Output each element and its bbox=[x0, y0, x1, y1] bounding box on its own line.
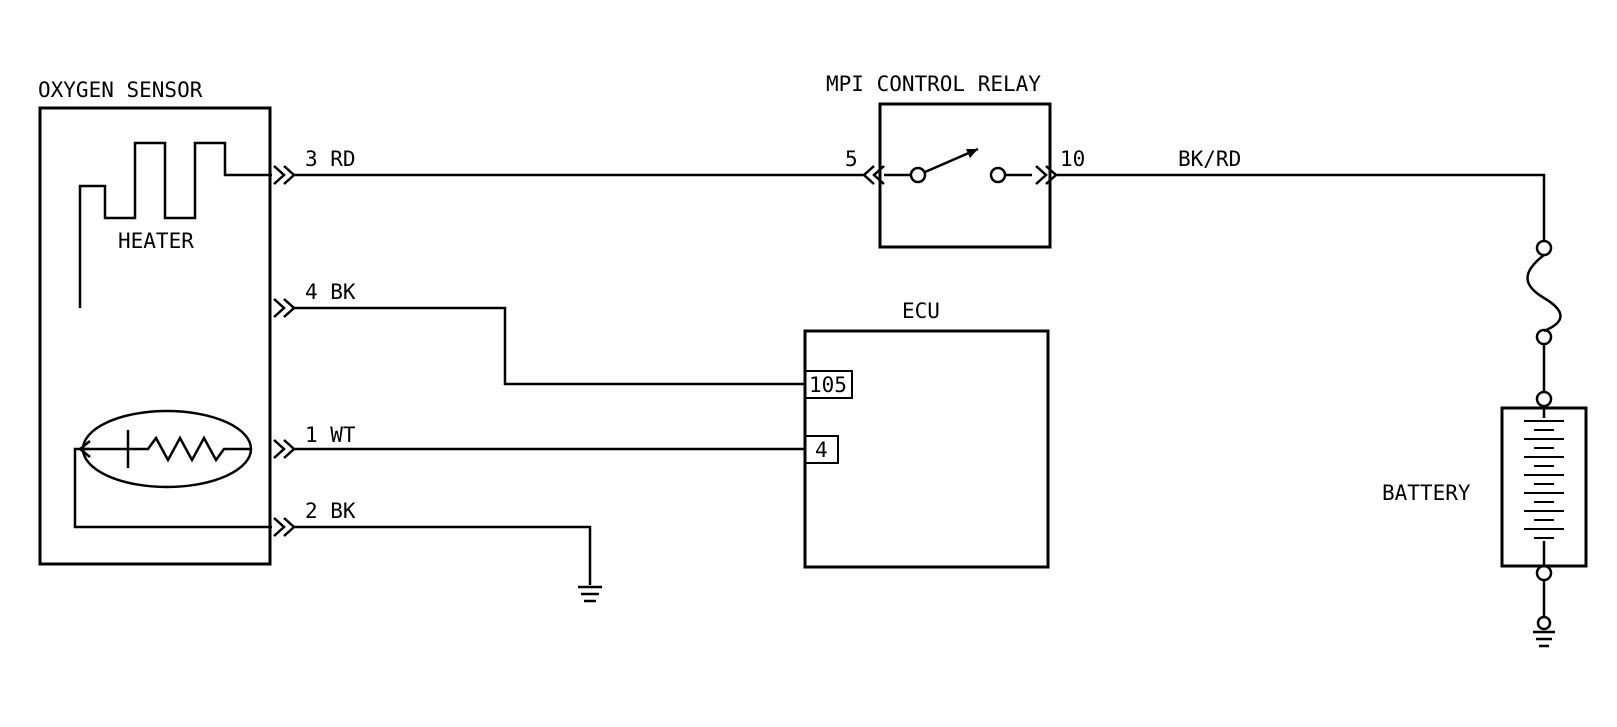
mpi-control-relay: MPI CONTROL RELAY 5 10 bbox=[826, 72, 1085, 249]
relay-pin-10-label: 10 bbox=[1060, 147, 1085, 171]
wire-2-bk: 2 BK bbox=[294, 499, 602, 603]
wire-bk-rd: BK/RD bbox=[1056, 147, 1546, 241]
wire-3-rd-label: 3 RD bbox=[305, 147, 356, 171]
relay-pin-10-connector bbox=[1035, 165, 1058, 185]
ground-icon bbox=[578, 585, 602, 603]
ecu-pin-105-label: 105 bbox=[809, 373, 847, 397]
fuse-icon bbox=[1526, 239, 1562, 408]
heater-label: HEATER bbox=[118, 229, 194, 253]
wire-1-wt: 1 WT bbox=[294, 423, 805, 451]
wire-3-rd: 3 RD bbox=[294, 147, 866, 177]
sensing-element-icon bbox=[73, 409, 272, 529]
wire-2-bk-label: 2 BK bbox=[305, 499, 356, 523]
battery: BATTERY bbox=[1382, 406, 1588, 648]
relay-pin-5-connector bbox=[862, 165, 885, 185]
wire-4-bk: 4 BK bbox=[294, 280, 805, 386]
oxygen-sensor-label: OXYGEN SENSOR bbox=[38, 78, 203, 102]
connector-4 bbox=[273, 298, 296, 318]
wire-1-wt-label: 1 WT bbox=[305, 423, 356, 447]
ecu-label: ECU bbox=[902, 299, 940, 323]
relay-pin-5-label: 5 bbox=[845, 147, 858, 171]
wire-4-bk-label: 4 BK bbox=[305, 280, 356, 304]
connector-1 bbox=[273, 439, 296, 459]
oxygen-sensor: OXYGEN SENSOR HEATER bbox=[38, 78, 272, 566]
connector-3 bbox=[273, 165, 296, 185]
sensor-connectors bbox=[273, 165, 296, 537]
mpi-control-relay-label: MPI CONTROL RELAY bbox=[826, 72, 1041, 96]
battery-ground-icon bbox=[1533, 615, 1555, 648]
relay-switch-icon bbox=[884, 147, 1032, 184]
ecu-pin-105-box bbox=[804, 370, 853, 399]
connector-2 bbox=[273, 517, 296, 537]
battery-cells-icon bbox=[1524, 406, 1564, 566]
wire-bk-rd-label: BK/RD bbox=[1178, 147, 1241, 171]
ecu-pin-4-box bbox=[804, 435, 839, 464]
oxygen-sensor-box bbox=[38, 106, 272, 566]
mpi-control-relay-box bbox=[878, 102, 1052, 249]
heater-element-icon bbox=[78, 141, 272, 308]
ecu-box bbox=[803, 329, 1050, 569]
battery-label: BATTERY bbox=[1382, 481, 1471, 505]
ecu-pin-4-label: 4 bbox=[815, 438, 828, 462]
ecu: ECU 105 4 bbox=[803, 299, 1050, 569]
